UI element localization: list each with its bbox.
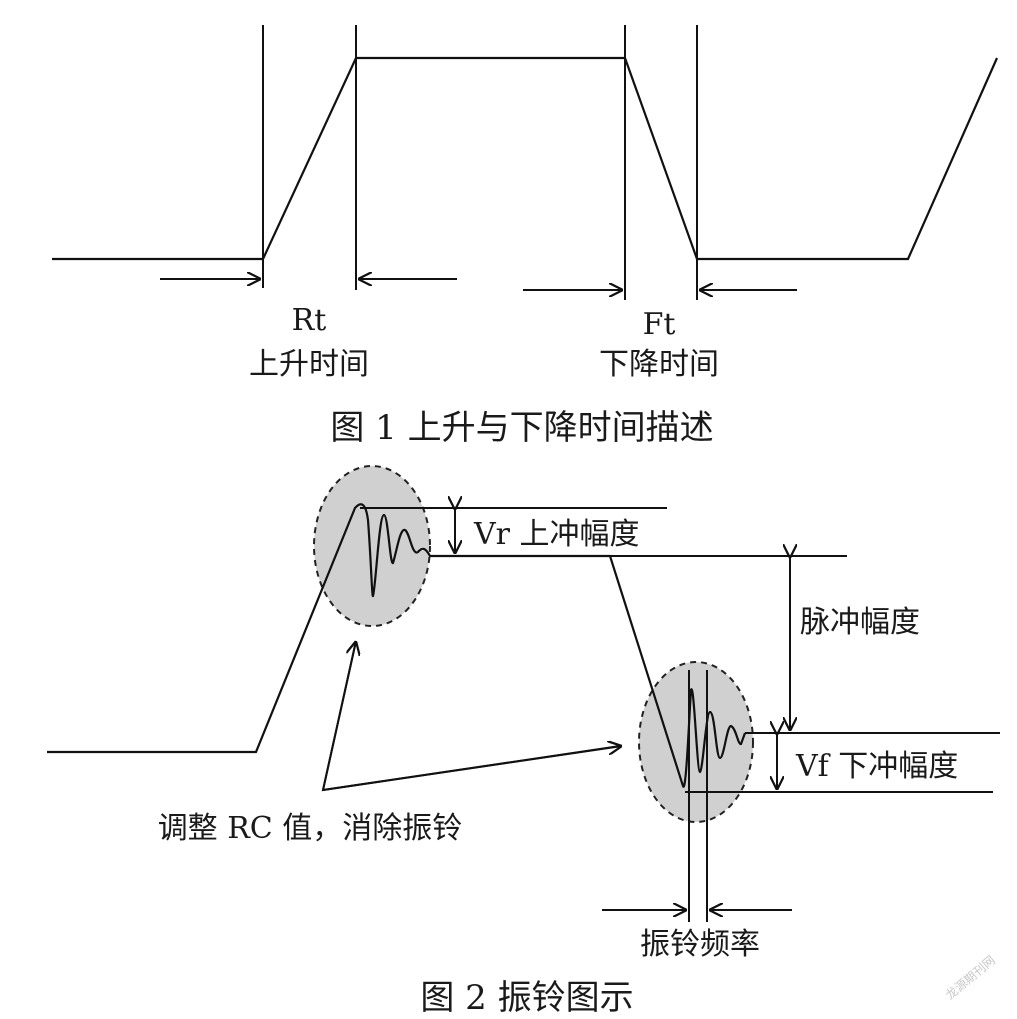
rt-label: 上升时间 [249, 347, 369, 382]
rc-arrow-overshoot [322, 641, 356, 791]
ringing-waveform [47, 503, 747, 788]
ft-symbol: Ft [643, 307, 676, 342]
figure-2-caption: 图 2 振铃图示 [420, 978, 633, 1018]
undershoot-label: Vf 下冲幅度 [795, 749, 958, 784]
rc-note: 调整 RC 值，消除振铃 [158, 811, 463, 846]
figure-1-caption: 图 1 上升与下降时间描述 [330, 408, 713, 448]
figure-1: Rt 上升时间 Ft 下降时间 图 1 上升与下降时间描述 [52, 25, 999, 448]
rt-symbol: Rt [292, 303, 327, 338]
watermark-logo: 龙源期刊网 [943, 953, 998, 1002]
pulse-amplitude-label: 脉冲幅度 [800, 605, 920, 640]
overshoot-label: Vr 上冲幅度 [473, 517, 640, 552]
figure-2: Vr 上冲幅度 脉冲幅度 Vf 下冲幅度 调整 RC 值，消除振铃 振铃频率 图… [47, 465, 1000, 1018]
rc-arrow-undershoot [322, 746, 622, 791]
ringing-frequency-label: 振铃频率 [640, 927, 760, 962]
ft-label: 下降时间 [599, 347, 719, 382]
overshoot-highlight [313, 465, 431, 627]
pulse-waveform [52, 56, 999, 261]
